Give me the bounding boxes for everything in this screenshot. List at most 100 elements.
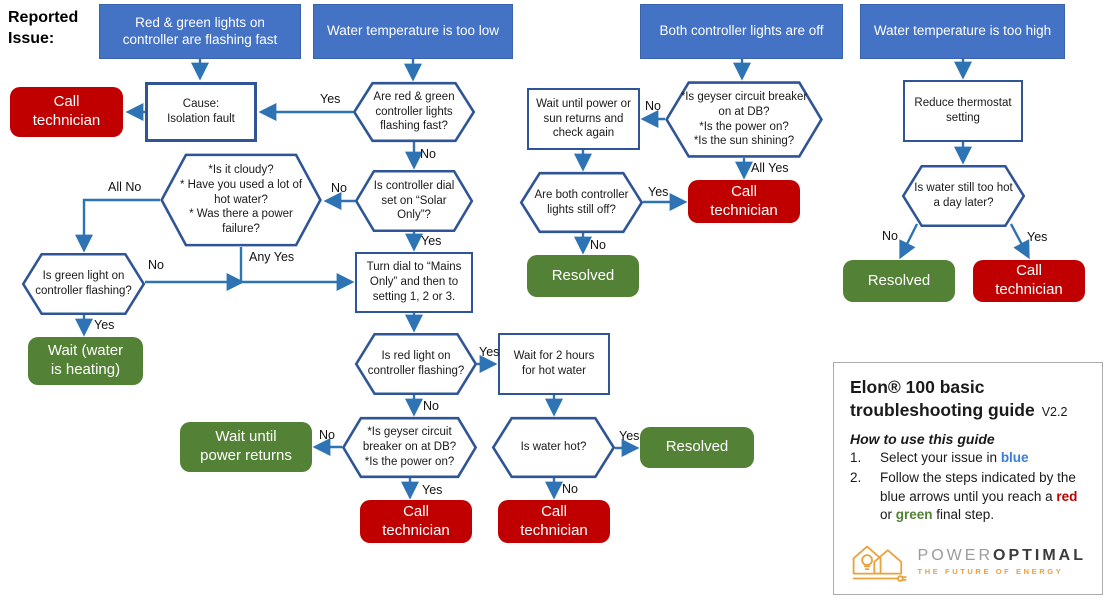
logo-text: POWEROPTIMAL THE FUTURE OF ENERGY	[918, 547, 1086, 576]
edge-label-yes: Yes	[479, 345, 500, 359]
logo-tagline: THE FUTURE OF ENERGY	[917, 566, 1064, 576]
decision-is-water-hot: Is water hot?	[492, 417, 615, 478]
decision-label: Is green light on controller flashing?	[35, 270, 132, 297]
step-word-red: red	[1056, 488, 1078, 504]
final-resolved: Resolved	[640, 427, 754, 468]
decision-label: *Is geyser circuit breaker on at DB? *Is…	[362, 426, 457, 468]
final-call-technician: Call technician	[360, 500, 472, 543]
step-wait-2-hours: Wait for 2 hours for hot water	[498, 333, 610, 395]
step-text: Follow the steps indicated by the blue a…	[880, 469, 1086, 525]
edge-label-no: No	[590, 238, 606, 252]
final-label: Call technician	[32, 93, 101, 129]
final-call-technician: Call technician	[10, 87, 123, 137]
edge-label-yes: Yes	[421, 234, 442, 248]
decision-geyser-breaker-power: *Is geyser circuit breaker on at DB? *Is…	[342, 417, 477, 478]
decision-label: Is water hot?	[520, 441, 587, 454]
final-call-technician: Call technician	[498, 500, 610, 543]
edge-label-no: No	[423, 399, 439, 413]
edge-label-any-yes: Any Yes	[249, 250, 295, 264]
edge-label-no: No	[331, 181, 347, 195]
issue-water-temp-high: Water temperature is too high	[860, 4, 1065, 59]
final-label: Resolved	[867, 271, 931, 289]
final-label: Call technician	[710, 182, 778, 219]
guide-title-text: Elon® 100 basic troubleshooting guide	[850, 377, 1035, 420]
edge-label-all-no: All No	[108, 180, 142, 194]
guide-version: V2.2	[1041, 404, 1068, 419]
edge-label-yes: Yes	[422, 483, 443, 497]
decision-red-light-flashing: Is red light on controller flashing?	[355, 333, 477, 395]
final-label: Resolved	[551, 266, 615, 284]
step-wait-power-sun-returns: Wait until power or sun returns and chec…	[527, 88, 640, 150]
decision-rg-lights-flashing: Are red & green controller lights flashi…	[353, 82, 475, 142]
edge-label-no: No	[562, 482, 578, 496]
edge-label-no: No	[319, 428, 335, 442]
step-text: Select your issue in blue	[880, 449, 1029, 468]
step-word-green: green	[895, 507, 933, 523]
logo-word-power: POWER	[917, 546, 993, 564]
step-number: 1.	[850, 449, 862, 465]
final-label: Resolved	[665, 438, 729, 456]
decision-green-light-flashing: Is green light on controller flashing?	[22, 253, 145, 315]
decision-geyser-power-sun: *Is geyser circuit breaker on at DB? *Is…	[665, 81, 823, 158]
step-turn-dial-mains: Turn dial to “Mains Only” and then to se…	[355, 252, 473, 313]
final-resolved: Resolved	[843, 260, 955, 302]
decision-label: Are red & green controller lights flashi…	[373, 90, 455, 133]
step-label: Wait for 2 hours for hot water	[513, 350, 595, 377]
decision-cloudy-hot-water-power: *Is it cloudy? * Have you used a lot of …	[160, 153, 322, 247]
step-label: Reduce thermostat setting	[914, 97, 1012, 124]
edge-label-all-yes: All Yes	[751, 161, 789, 175]
step-cause-isolation-fault: Cause: Isolation fault	[145, 82, 257, 142]
decision-label: Are both controller lights still off?	[534, 188, 629, 216]
edge-label-yes: Yes	[1027, 230, 1048, 244]
final-call-technician: Call technician	[973, 260, 1085, 302]
edge-label-no: No	[882, 229, 898, 243]
final-label: Call technician	[520, 502, 588, 539]
final-wait-water-heating: Wait (water is heating)	[28, 337, 143, 385]
final-wait-power-returns: Wait until power returns	[180, 422, 312, 472]
edge-label-yes: Yes	[619, 429, 640, 443]
issue-both-lights-off: Both controller lights are off	[640, 4, 843, 59]
reported-issue-label: Reported Issue:	[8, 9, 79, 47]
issue-label: Both controller lights are off	[659, 23, 824, 39]
final-label: Call technician	[995, 262, 1063, 298]
decision-label: Is controller dial set on “Solar Only”?	[373, 179, 455, 222]
decision-label: Is water still too hot a day later?	[914, 182, 1013, 209]
issue-label: Water temperature is too low	[326, 23, 500, 39]
final-resolved: Resolved	[527, 255, 639, 297]
step-number: 2.	[850, 470, 862, 486]
guide-step-2: 2. Follow the steps indicated by the blu…	[850, 469, 1086, 525]
step-label: Cause: Isolation fault	[167, 98, 235, 125]
step-text-part: or	[880, 507, 896, 523]
decision-dial-solar-only: Is controller dial set on “Solar Only”?	[355, 170, 473, 232]
logo-word-optimal: OPTIMAL	[993, 546, 1086, 564]
step-text-part: final step.	[932, 507, 995, 523]
decision-label: *Is geyser circuit breaker on at DB? *Is…	[680, 90, 808, 148]
logo-houses-icon	[852, 545, 907, 582]
guide-howto-heading: How to use this guide	[850, 430, 995, 447]
issue-label: Water temperature is too high	[873, 23, 1052, 39]
edge-label-yes: Yes	[320, 92, 341, 106]
decision-still-too-hot: Is water still too hot a day later?	[902, 165, 1025, 227]
edge-label-yes: Yes	[94, 318, 115, 332]
step-label: Wait until power or sun returns and chec…	[536, 97, 631, 140]
logo-wordmark: POWEROPTIMAL	[918, 547, 1086, 565]
final-label: Call technician	[382, 502, 450, 539]
decision-label: *Is it cloudy? * Have you used a lot of …	[179, 163, 303, 236]
step-word-blue: blue	[1000, 449, 1029, 465]
decision-label: Is red light on controller flashing?	[367, 350, 465, 377]
final-label: Wait until power returns	[200, 428, 292, 464]
edge-label-no: No	[148, 258, 164, 272]
edge-label-yes: Yes	[648, 185, 669, 199]
issue-water-temp-low: Water temperature is too low	[313, 4, 513, 59]
step-label: Turn dial to “Mains Only” and then to se…	[366, 261, 462, 303]
step-text-part: Follow the steps indicated by the blue a…	[880, 470, 1076, 504]
edge-label-no: No	[645, 99, 661, 113]
final-call-technician: Call technician	[688, 180, 800, 223]
poweroptimal-logo: POWEROPTIMAL THE FUTURE OF ENERGY	[850, 537, 1086, 585]
edge-label-no: No	[420, 147, 436, 161]
step-text-part: Select your issue in	[880, 449, 1001, 465]
issue-label: Red & green lights on controller are fla…	[122, 14, 278, 47]
